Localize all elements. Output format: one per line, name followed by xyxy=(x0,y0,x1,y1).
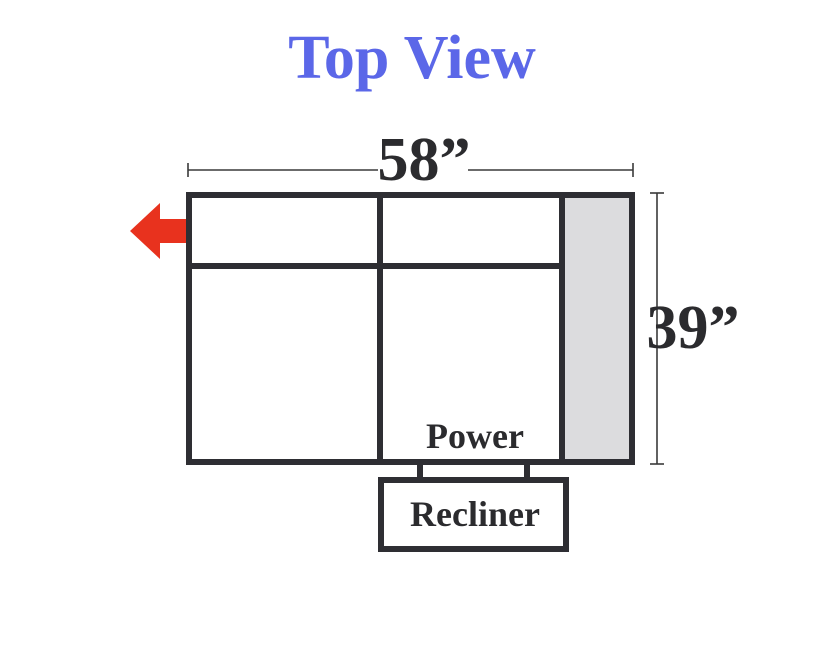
footrest-box xyxy=(378,477,569,552)
sofa-frame xyxy=(186,192,635,465)
diagram-title: Top View xyxy=(288,24,536,92)
sofa-arm xyxy=(559,192,635,465)
depth-dimension: 39” xyxy=(647,192,740,465)
recliner-label: Recliner xyxy=(410,494,540,534)
width-dimension: 58” xyxy=(187,126,634,194)
sofa-outline xyxy=(186,192,635,465)
depth-label: 39” xyxy=(647,294,740,362)
power-label: Power xyxy=(426,416,524,456)
width-label: 58” xyxy=(378,126,471,194)
left-arrow-icon xyxy=(130,203,190,259)
recliner-footrest xyxy=(378,462,569,552)
